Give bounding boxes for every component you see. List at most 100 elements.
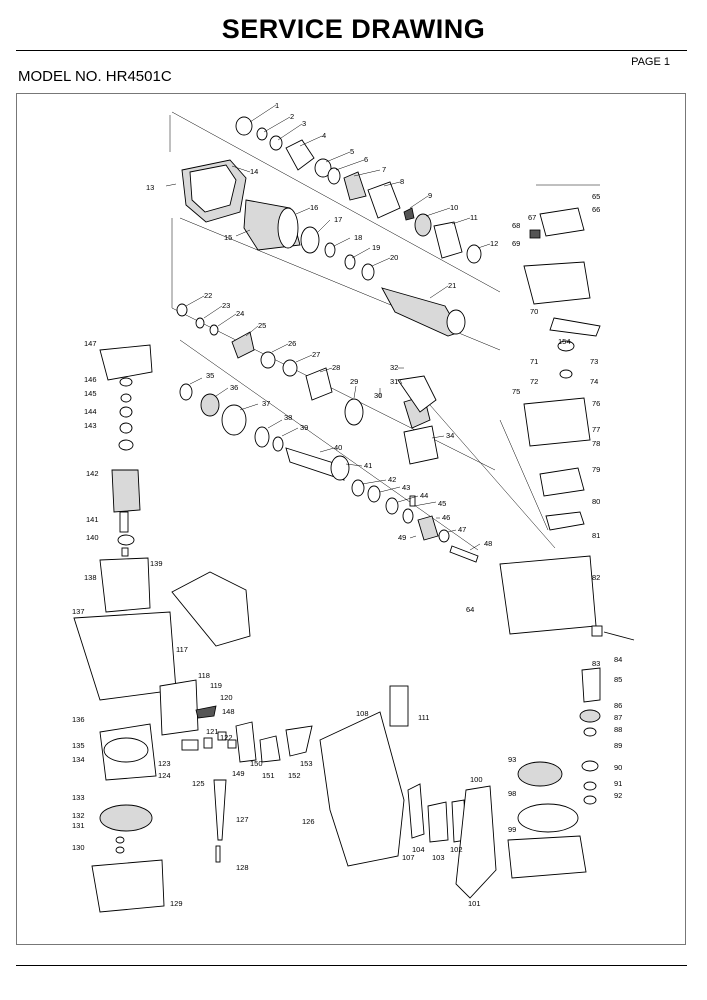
part-number: 107 bbox=[402, 853, 415, 862]
part-number: 139 bbox=[150, 559, 163, 568]
part-number: 74 bbox=[590, 377, 598, 386]
part-number: 151 bbox=[262, 771, 275, 780]
part-number: 148 bbox=[222, 707, 235, 716]
part-number: 136 bbox=[72, 715, 85, 724]
brush-parts bbox=[235, 721, 313, 763]
part-number: 32 bbox=[390, 363, 398, 372]
part-number: 6 bbox=[364, 155, 368, 164]
part-number: 122 bbox=[220, 733, 233, 742]
part-number: 31 bbox=[390, 377, 398, 386]
model-number: MODEL NO. HR4501C bbox=[18, 68, 172, 85]
part-number: 108 bbox=[356, 709, 369, 718]
part-number: 39 bbox=[300, 423, 308, 432]
part-number: 125 bbox=[192, 779, 205, 788]
part-number: 141 bbox=[86, 515, 99, 524]
part-number: 152 bbox=[288, 771, 301, 780]
header-rule bbox=[16, 50, 687, 51]
part-number: 70 bbox=[530, 307, 538, 316]
part-number: 9 bbox=[428, 191, 432, 200]
part-number: 28 bbox=[332, 363, 340, 372]
part-number: 44 bbox=[420, 491, 428, 500]
part-number: 90 bbox=[614, 763, 622, 772]
part-number: 143 bbox=[84, 421, 97, 430]
part-number: 142 bbox=[86, 469, 99, 478]
part-number: 154 bbox=[558, 337, 571, 346]
part-number: 65 bbox=[592, 192, 600, 201]
gear-housing-part bbox=[181, 159, 247, 223]
part-number: 19 bbox=[372, 243, 380, 252]
part-number: 86 bbox=[614, 701, 622, 710]
part-number: 111 bbox=[418, 713, 429, 722]
part-number: 66 bbox=[592, 205, 600, 214]
leader-lines bbox=[165, 104, 491, 551]
part-number: 36 bbox=[230, 383, 238, 392]
part-number: 138 bbox=[84, 573, 97, 582]
motor-parts-left-column bbox=[73, 344, 177, 913]
part-number: 131 bbox=[72, 821, 85, 830]
drawing-frame bbox=[16, 93, 686, 945]
part-number: 69 bbox=[512, 239, 520, 248]
part-number: 102 bbox=[450, 845, 463, 854]
part-number: 104 bbox=[412, 845, 425, 854]
part-number: 41 bbox=[364, 461, 372, 470]
part-number: 127 bbox=[236, 815, 249, 824]
part-number: 24 bbox=[236, 309, 244, 318]
part-number: 11 bbox=[470, 213, 478, 222]
part-number: 120 bbox=[220, 693, 233, 702]
part-number: 5 bbox=[350, 147, 354, 156]
ring-parts-row-2 bbox=[300, 226, 466, 337]
part-number: 30 bbox=[374, 391, 382, 400]
part-number: 37 bbox=[262, 399, 270, 408]
part-number: 18 bbox=[354, 233, 362, 242]
part-number-labels: 1 2 3 4 5 6 7 8 9 10 11 12 13 14 15 16 1… bbox=[72, 101, 622, 908]
part-number: 128 bbox=[236, 863, 249, 872]
part-number: 137 bbox=[72, 607, 85, 616]
part-number: 100 bbox=[470, 775, 483, 784]
part-number: 134 bbox=[72, 755, 85, 764]
part-number: 80 bbox=[592, 497, 600, 506]
part-number: 88 bbox=[614, 725, 622, 734]
part-number: 20 bbox=[390, 253, 398, 262]
part-number: 48 bbox=[484, 539, 492, 548]
part-number: 145 bbox=[84, 389, 97, 398]
part-number: 76 bbox=[592, 399, 600, 408]
part-number: 140 bbox=[86, 533, 99, 542]
part-number: 89 bbox=[614, 741, 622, 750]
part-number: 78 bbox=[592, 439, 600, 448]
part-number: 123 bbox=[158, 759, 171, 768]
part-number: 85 bbox=[614, 675, 622, 684]
part-number: 146 bbox=[84, 375, 97, 384]
part-number: 87 bbox=[614, 713, 622, 722]
part-number: 132 bbox=[72, 811, 85, 820]
footer-rule bbox=[16, 965, 687, 966]
part-number: 26 bbox=[288, 339, 296, 348]
part-number: 133 bbox=[72, 793, 85, 802]
part-number: 2 bbox=[290, 112, 294, 121]
part-number: 49 bbox=[398, 533, 406, 542]
part-number: 7 bbox=[382, 165, 386, 174]
cylinder-part bbox=[243, 199, 301, 251]
part-number: 93 bbox=[508, 755, 516, 764]
main-housing-part bbox=[319, 685, 409, 867]
part-number: 129 bbox=[170, 899, 183, 908]
part-number: 91 bbox=[614, 779, 622, 788]
part-number: 21 bbox=[448, 281, 456, 290]
ring-parts-row-4 bbox=[179, 383, 479, 563]
part-number: 130 bbox=[72, 843, 85, 852]
part-number: 45 bbox=[438, 499, 446, 508]
part-number: 42 bbox=[388, 475, 396, 484]
switch-parts bbox=[159, 679, 237, 863]
part-number: 12 bbox=[490, 239, 498, 248]
part-number: 119 bbox=[210, 681, 222, 690]
part-number: 27 bbox=[312, 350, 320, 359]
part-number: 103 bbox=[432, 853, 445, 862]
part-number: 8 bbox=[400, 177, 404, 186]
part-number: 75 bbox=[512, 387, 520, 396]
part-number: 67 bbox=[528, 213, 536, 222]
part-number: 35 bbox=[206, 371, 214, 380]
part-number: 81 bbox=[592, 531, 600, 540]
part-number: 16 bbox=[310, 203, 318, 212]
part-number: 71 bbox=[530, 357, 538, 366]
part-number: 38 bbox=[284, 413, 292, 422]
ring-parts-row-3 bbox=[176, 303, 439, 465]
